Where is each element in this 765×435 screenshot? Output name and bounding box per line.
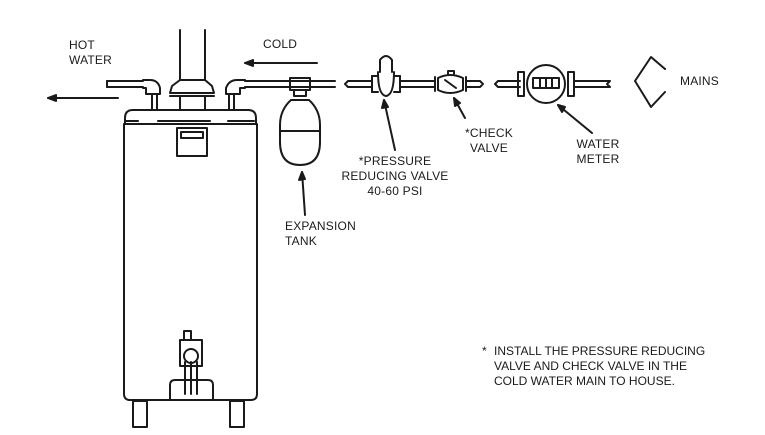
prv-pipe-left [344, 80, 373, 88]
hot-flow-arrow [47, 94, 119, 102]
check-valve-label-line2: VALVE [470, 141, 508, 155]
expansion-tank-label-line1: EXPANSION [285, 219, 356, 233]
footnote-marker: * [482, 344, 487, 358]
meter-flange-right [567, 71, 575, 97]
expansion-tank-label: EXPANSION TANK [285, 219, 356, 249]
water-heater [123, 109, 258, 428]
pressure-reducing-valve-label: *PRESSURE REDUCING VALVE 40-60 PSI [335, 154, 455, 199]
mains-label: MAINS [680, 74, 720, 88]
heater-bottom [123, 393, 258, 401]
water-meter [494, 64, 611, 134]
meter-flange-left [517, 71, 525, 97]
footnote-line2: VALVE AND CHECK VALVE IN THE [494, 359, 687, 373]
water-meter-label-line1: WATER [576, 137, 620, 151]
prv-bonnet [379, 55, 393, 73]
meter-pipe-right [573, 80, 611, 88]
prv-pipe-right [399, 80, 436, 88]
prv-body [371, 71, 401, 97]
cold-label: COLD [263, 37, 298, 51]
check-pipe-right [465, 80, 484, 88]
check-valve-label: *CHECK VALVE [458, 126, 520, 156]
cold-flow-arrow [244, 59, 318, 67]
water-meter-label: WATER METER [568, 137, 628, 167]
check-valve-flap [444, 79, 457, 89]
prv-label-line3: 40-60 PSI [367, 184, 423, 198]
expansion-tank [279, 99, 321, 216]
pressure-reducing-valve [344, 55, 436, 151]
check-valve-label-line1: *CHECK [465, 126, 513, 140]
draft-hood [169, 79, 215, 94]
mains-arrow [634, 56, 666, 108]
expansion-tank-label-line2: TANK [285, 234, 317, 248]
vent-flue [169, 29, 215, 110]
prv-label-line2: REDUCING VALVE [341, 169, 449, 183]
hot-elbow [142, 79, 161, 95]
check-valve [434, 70, 484, 119]
cold-water-pipe [225, 77, 336, 110]
heater-panel-window [180, 131, 204, 139]
prv-label-line1: *PRESSURE [358, 154, 432, 168]
hot-water-label-line1: HOT [69, 38, 95, 52]
water-meter-label-line2: METER [576, 152, 620, 166]
footnote-line1: INSTALL THE PRESSURE REDUCING [494, 344, 706, 358]
heater-leg-left [132, 400, 148, 428]
heater-top-cap [124, 109, 257, 125]
drain-valve-cap [183, 330, 192, 341]
cold-elbow [225, 79, 246, 95]
footnote-line3: COLD WATER MAIN TO HOUSE. [494, 374, 675, 388]
expansion-tee [289, 77, 311, 91]
heater-leg-right [229, 400, 245, 428]
heater-control-panel [176, 127, 208, 157]
meter-body [526, 64, 566, 104]
drain-valve-knob [183, 348, 199, 364]
hot-water-pipe [106, 79, 161, 110]
meter-pipe-left [494, 80, 521, 88]
expansion-tee-neck [293, 89, 307, 97]
hot-water-label-line2: WATER [69, 53, 112, 67]
hot-water-label: HOT WATER [69, 38, 112, 68]
